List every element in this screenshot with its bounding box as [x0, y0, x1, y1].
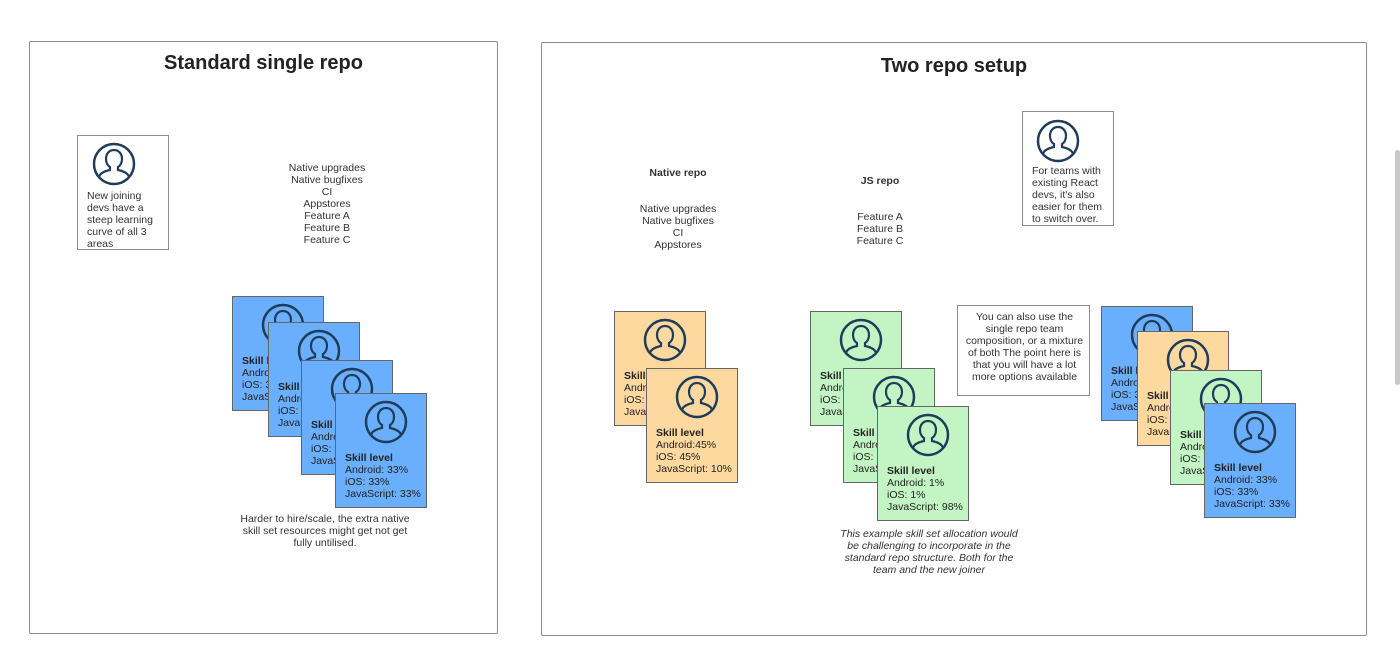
repo-line: Feature C: [856, 235, 904, 247]
skill-line: iOS: 1%: [887, 489, 926, 501]
panel-title: Standard single repo: [164, 52, 363, 74]
skill-line: iOS: 33%: [345, 476, 390, 488]
skill-line: JavaScript: 98%: [887, 501, 963, 513]
person-icon: [1036, 119, 1080, 163]
repo-line: Feature A: [304, 210, 350, 222]
joiner-note-box: New joining devs have a steep learning c…: [77, 135, 169, 250]
skill-line: JavaScript: 10%: [656, 463, 732, 475]
repo-line: Native bugfixes: [291, 174, 363, 186]
skill-level-title: Skill level: [656, 427, 704, 439]
native-repo-title: Native repo: [649, 167, 707, 179]
person-icon: [906, 413, 950, 457]
repo-line: Feature B: [303, 222, 351, 234]
person-icon: [872, 375, 916, 419]
skill-line: JavaScript: 33%: [345, 488, 421, 500]
skill-line: Android:45%: [656, 439, 717, 451]
person-icon: [364, 400, 408, 444]
repo-line: Appstores: [303, 198, 351, 210]
person-icon: [839, 318, 883, 362]
right-bottom-note: This example skill set allocation would …: [840, 528, 1018, 576]
react-note-text: For teams with existing React devs, it's…: [1032, 165, 1103, 225]
person-icon: [643, 318, 687, 362]
scrollbar[interactable]: [1395, 150, 1400, 385]
skill-line: Android: 1%: [887, 477, 945, 489]
repo-line: Appstores: [654, 239, 702, 251]
repo-line: CI: [672, 227, 684, 239]
skill-line: Android: 33%: [345, 464, 409, 476]
joiner-note-text: New joining devs have a steep learning c…: [87, 190, 153, 250]
repo-line: Feature A: [857, 211, 903, 223]
options-note-box: You can also use the single repo team co…: [957, 305, 1090, 396]
person-icon: [92, 142, 136, 186]
repo-line: Native upgrades: [288, 162, 366, 174]
skill-line: iOS: 33%: [1214, 486, 1259, 498]
skill-line: JavaScript: 33%: [1214, 498, 1290, 510]
repo-line: Native upgrades: [639, 203, 717, 215]
repo-line: Feature C: [303, 234, 351, 246]
options-note-text: You can also use the single repo team co…: [965, 311, 1084, 383]
skill-line: iOS: 45%: [656, 451, 701, 463]
panel-title: Two repo setup: [880, 55, 1028, 77]
skill-level-title: Skill level: [1214, 462, 1262, 474]
js-repo-title: JS repo: [860, 175, 900, 187]
repo-line: CI: [321, 186, 333, 198]
repo-line: Native bugfixes: [642, 215, 714, 227]
skill-line: Android: 33%: [1214, 474, 1278, 486]
skill-level-title: Skill level: [345, 452, 393, 464]
repo-line: Feature B: [856, 223, 904, 235]
react-note-box: For teams with existing React devs, it's…: [1022, 111, 1114, 226]
left-bottom-note: Harder to hire/scale, the extra native s…: [240, 513, 410, 549]
person-icon: [1233, 410, 1277, 454]
skill-level-title: Skill level: [887, 465, 935, 477]
person-icon: [675, 375, 719, 419]
